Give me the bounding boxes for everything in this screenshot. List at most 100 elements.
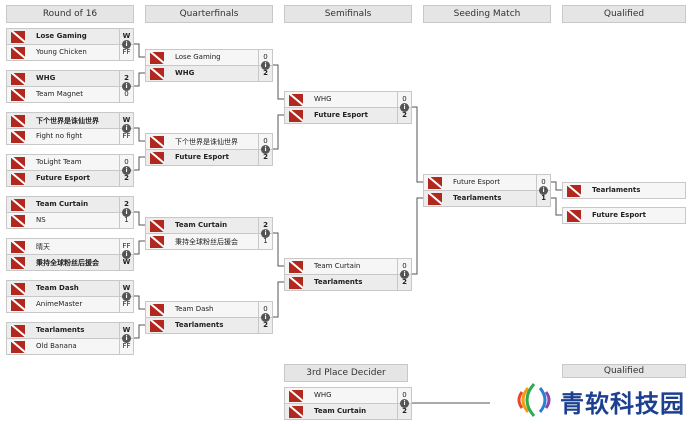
match-info-icon[interactable]: i [400,103,409,112]
team-row[interactable]: WHG 0 [284,387,412,404]
connector-line [134,156,145,171]
qualified-team[interactable]: Tearlaments [562,182,686,199]
connector-line [134,240,145,255]
team-score: W [119,113,133,128]
match-info-icon[interactable]: i [261,229,270,238]
dota-logo-icon [428,177,442,189]
team-name: Lose Gaming [36,32,87,40]
team-row[interactable]: Team Magnet 0 [6,87,134,103]
team-name: Team Magnet [36,90,83,98]
team-score: 0 [119,87,133,102]
dota-logo-icon [150,52,164,64]
connector-line [134,72,145,87]
qualified-team[interactable]: Future Esport [562,207,686,224]
team-score: FF [119,339,133,354]
dota-logo-icon [567,185,581,197]
match-info-icon[interactable]: i [261,313,270,322]
team-row[interactable]: 晴天 FF [6,238,134,255]
match-info-icon[interactable]: i [122,208,131,217]
match-info-icon[interactable]: i [261,61,270,70]
match-info-icon[interactable]: i [122,82,131,91]
match-info-icon[interactable]: i [122,40,131,49]
dota-logo-icon [11,31,25,43]
header-qualified-2: Qualified [562,364,686,378]
team-name: Future Esport [453,178,500,186]
team-row[interactable]: 下个世界是诛仙世界 0 [145,133,273,150]
team-name: Future Esport [592,211,646,219]
team-name: Tearlaments [36,326,85,334]
match-info-icon[interactable]: i [122,124,131,133]
match-info-icon[interactable]: i [122,166,131,175]
team-name: Tearlaments [453,194,502,202]
team-name: 晴天 [36,243,50,251]
team-score: 0 [258,134,272,149]
dota-logo-icon [11,173,25,185]
team-name: 下个世界是诛仙世界 [175,138,238,146]
match-info-icon[interactable]: i [122,250,131,259]
match-info-icon[interactable]: i [122,334,131,343]
team-score: FF [119,297,133,312]
team-name: Team Curtain [175,221,228,229]
header-quarterfinals: Quarterfinals [145,5,273,23]
team-score: 2 [397,108,411,123]
team-name: WHG [175,69,195,77]
team-name: WHG [314,391,332,399]
team-score: W [119,255,133,270]
match-info-icon[interactable]: i [400,270,409,279]
dota-logo-icon [11,299,25,311]
connector-line [412,197,423,275]
dota-logo-icon [289,94,303,106]
connector-line [134,127,145,142]
team-name: AnimeMaster [36,300,83,308]
dota-logo-icon [289,390,303,402]
watermark-text: 青软科技园 [560,390,685,418]
match-info-icon[interactable]: i [122,292,131,301]
match-info-icon[interactable]: i [261,145,270,154]
connector-line [134,295,145,310]
match-info-icon[interactable]: i [539,186,548,195]
match-info-icon[interactable]: i [400,399,409,408]
team-score: 0 [397,388,411,403]
team-row[interactable]: AnimeMaster FF [6,297,134,313]
connector-line [551,197,562,216]
dota-logo-icon [150,220,164,232]
team-name: ToLight Team [36,158,82,166]
team-name: Young Chicken [36,48,87,56]
team-score: FF [119,239,133,254]
